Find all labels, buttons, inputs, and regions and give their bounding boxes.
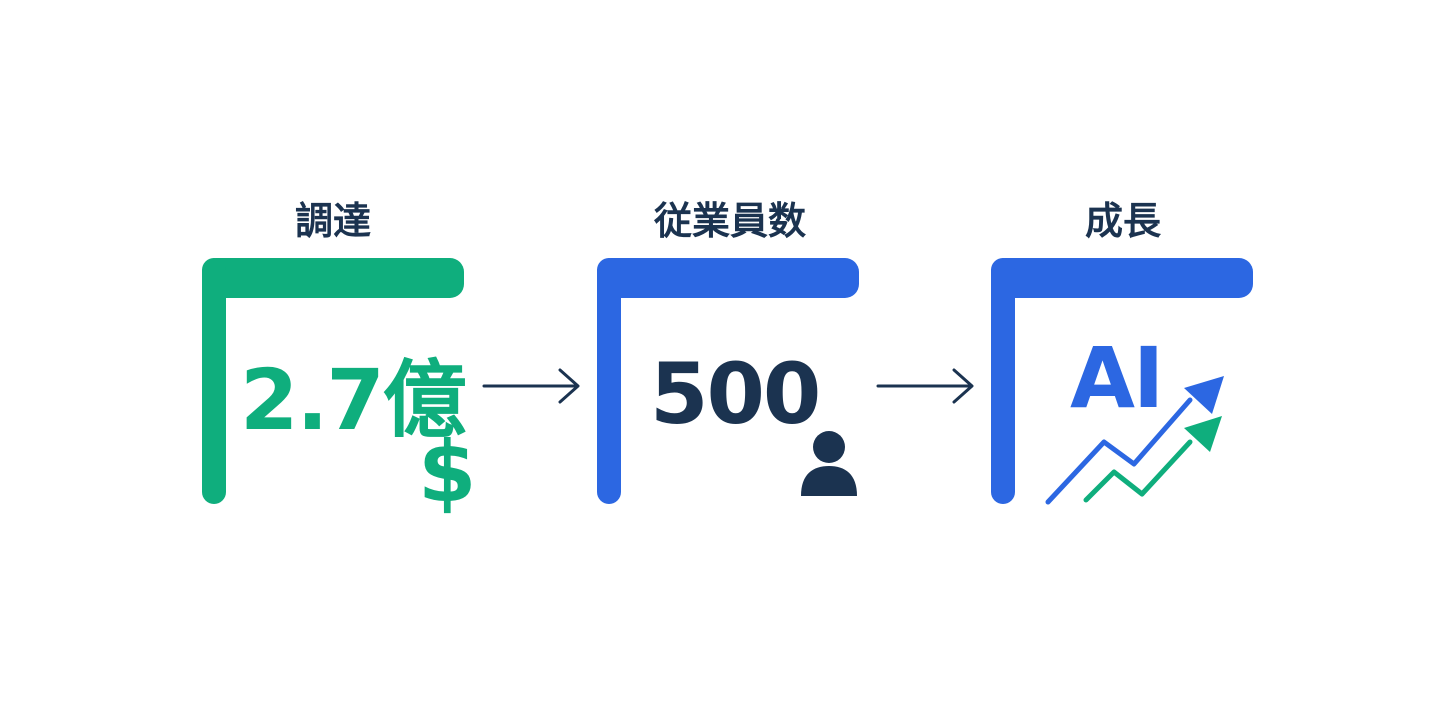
bracket-side-employees: [597, 258, 621, 504]
person-icon: [801, 431, 857, 496]
bracket-top-funding: [202, 258, 464, 298]
ai-label: AI: [1070, 329, 1164, 427]
step-heading-growth: 成長: [1084, 199, 1161, 243]
dollar-sign-icon: $: [418, 423, 477, 521]
trending-up-arrows-icon: [1045, 376, 1224, 505]
step-heading-funding: 調達: [294, 199, 371, 243]
bracket-side-funding: [202, 258, 226, 504]
funding-amount: 2.7億: [240, 351, 467, 449]
bracket-side-growth: [991, 258, 1015, 504]
right-arrow-icon: [876, 368, 974, 404]
employee-count: 500: [650, 345, 821, 443]
step-heading-employees: 従業員数: [653, 199, 806, 243]
bracket-top-employees: [597, 258, 859, 298]
right-arrow-icon: [482, 368, 580, 404]
bracket-top-growth: [991, 258, 1253, 298]
